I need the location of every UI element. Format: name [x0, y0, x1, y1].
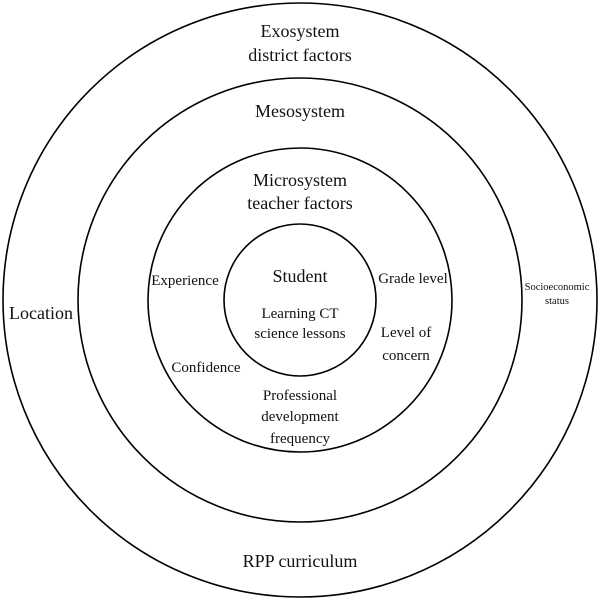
student-subtitle-line2: science lessons: [254, 326, 345, 342]
pd-label-line1: Professional: [263, 388, 337, 404]
rpp-curriculum-label: RPP curriculum: [243, 551, 358, 571]
location-label: Location: [9, 303, 73, 323]
microsystem-title-line2: teacher factors: [247, 193, 352, 213]
student-title: Student: [272, 266, 327, 286]
microsystem-title-line1: Microsystem: [253, 170, 347, 190]
microsystem-ring: [147, 147, 453, 453]
mesosystem-title: Mesosystem: [255, 101, 345, 121]
exosystem-title-line1: Exosystem: [261, 21, 340, 41]
pd-label-line2: development: [261, 409, 339, 425]
student-subtitle-line1: Learning CT: [261, 306, 338, 322]
pd-label-line3: frequency: [270, 431, 330, 447]
mesosystem-ring: [77, 77, 523, 523]
experience-label: Experience: [151, 273, 219, 289]
grade-level-label: Grade level: [378, 271, 448, 287]
confidence-label: Confidence: [171, 360, 240, 376]
student-ring: [223, 223, 377, 377]
level-of-concern-label-line2: concern: [382, 348, 430, 364]
level-of-concern-label-line1: Level of: [381, 325, 431, 341]
socioeconomic-label-line2: status: [545, 296, 569, 307]
exosystem-title-line2: district factors: [248, 45, 351, 65]
socioeconomic-label-line1: Socioeconomic: [525, 282, 590, 293]
